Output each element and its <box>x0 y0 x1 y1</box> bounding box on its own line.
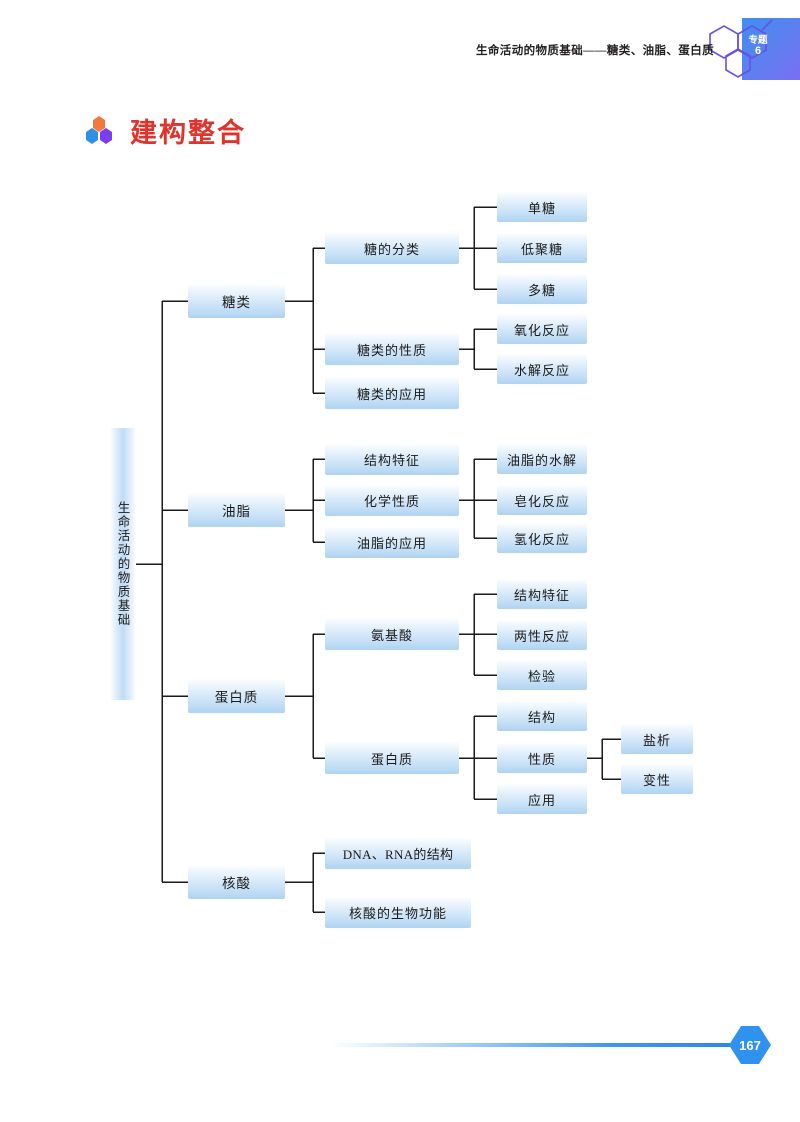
node-amino-acid[interactable]: 氨基酸 <box>325 618 459 650</box>
node-protein-sub[interactable]: 蛋白质 <box>325 742 459 774</box>
node-sugar-properties[interactable]: 糖类的性质 <box>325 333 459 365</box>
node-amphoteric-reaction[interactable]: 两性反应 <box>497 620 587 650</box>
header-hexagon-decoration <box>709 19 773 78</box>
node-polysaccharide[interactable]: 多糖 <box>497 274 587 304</box>
node-nucleic-acids[interactable]: 核酸 <box>188 865 285 899</box>
node-root[interactable]: 生命活动的物质基础 <box>110 428 136 700</box>
page-number: 167 <box>739 1037 761 1053</box>
node-hydrolysis-reaction[interactable]: 水解反应 <box>497 354 587 384</box>
node-nucleic-acid-function[interactable]: 核酸的生物功能 <box>325 897 471 928</box>
node-carbohydrates[interactable]: 糖类 <box>188 284 285 318</box>
node-monosaccharide[interactable]: 单糖 <box>497 192 587 222</box>
node-oil-hydrolysis[interactable]: 油脂的水解 <box>497 444 587 474</box>
node-dna-rna-structure[interactable]: DNA、RNA的结构 <box>325 838 471 869</box>
node-oil-applications[interactable]: 油脂的应用 <box>325 527 459 558</box>
footer-rule <box>330 1043 730 1047</box>
node-detection[interactable]: 检验 <box>497 660 587 690</box>
node-structure-features-aa[interactable]: 结构特征 <box>497 579 587 609</box>
node-chemical-properties[interactable]: 化学性质 <box>325 485 459 516</box>
node-oxidation-reaction[interactable]: 氧化反应 <box>497 314 587 344</box>
node-saponification[interactable]: 皂化反应 <box>497 485 587 515</box>
section-title-text: 建构整合 <box>130 117 246 149</box>
node-protein-applications[interactable]: 应用 <box>497 784 587 814</box>
node-root-label: 生命活动的物质基础 <box>115 501 130 627</box>
node-sugar-applications[interactable]: 糖类的应用 <box>325 377 459 409</box>
node-salting-out[interactable]: 盐析 <box>621 724 693 754</box>
node-protein-structure[interactable]: 结构 <box>497 701 587 731</box>
section-title: 建构整合 <box>84 110 246 150</box>
node-denaturation[interactable]: 变性 <box>621 764 693 794</box>
node-proteins[interactable]: 蛋白质 <box>188 679 285 713</box>
header-corner-block <box>742 18 800 80</box>
topic-badge-label: 专题 <box>748 35 768 46</box>
node-hydrogenation[interactable]: 氢化反应 <box>497 523 587 553</box>
node-sugar-classification[interactable]: 糖的分类 <box>325 232 459 264</box>
topic-badge-number: 6 <box>754 44 762 57</box>
topic-badge: 专题 6 <box>740 36 776 57</box>
node-protein-properties[interactable]: 性质 <box>497 743 587 773</box>
page-number-hexagon <box>729 1026 771 1064</box>
hexagon-cluster-icon <box>86 116 112 144</box>
running-title: 生命活动的物质基础——糖类、油脂、蛋白质 <box>476 45 714 57</box>
node-structure-features-oil[interactable]: 结构特征 <box>325 444 459 475</box>
page-header: 专题 6 生命活动的物质基础——糖类、油脂、蛋白质 <box>0 0 800 95</box>
node-oligosaccharide[interactable]: 低聚糖 <box>497 233 587 263</box>
node-oils-fats[interactable]: 油脂 <box>188 493 285 527</box>
